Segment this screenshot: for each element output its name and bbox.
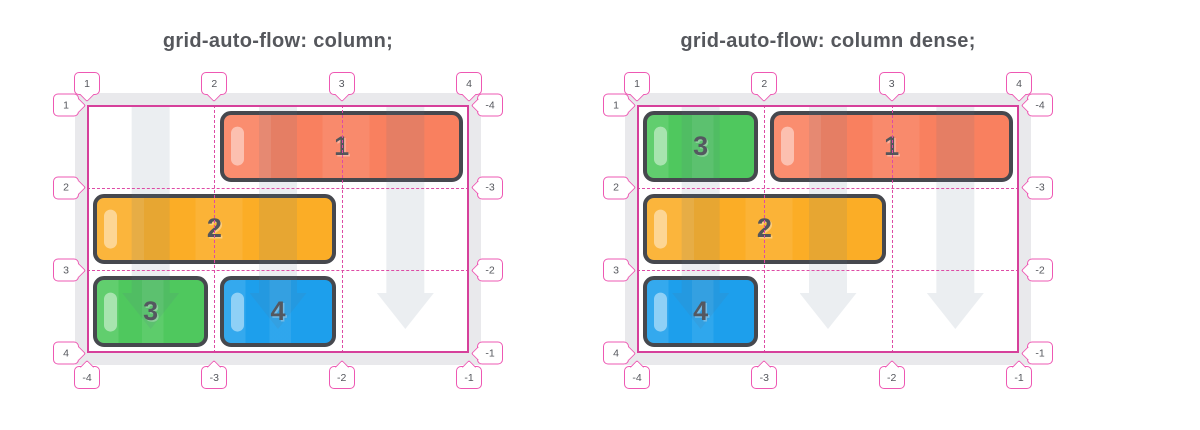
item-highlight-pill [654, 126, 667, 166]
line-number-badge-right: -1 [477, 341, 503, 365]
line-number-badge-top: 2 [751, 72, 778, 95]
grid-row-line [637, 187, 1019, 189]
item-highlight-pill [104, 292, 117, 332]
grid-column-line [891, 105, 893, 353]
line-number-badge-right: -2 [477, 258, 503, 282]
line-number-badge-bottom: -2 [328, 366, 355, 389]
line-number-badge-top: 4 [456, 72, 482, 95]
grid-column-line [341, 105, 343, 353]
grid-row-line [87, 270, 469, 272]
diagram-grid-auto-flow-column: grid-auto-flow: column; 1 2 3 4 [0, 0, 600, 430]
line-number-badge-top: 2 [201, 72, 228, 95]
line-number-badge-left: 4 [53, 341, 79, 365]
item-highlight-pill [231, 126, 245, 166]
line-number-badge-right: -3 [1027, 176, 1053, 200]
flow-arrow-down-icon [122, 107, 180, 329]
grid-item-4: 4 [643, 276, 759, 347]
item-number: 3 [143, 296, 159, 327]
line-number-badge-right: -2 [1027, 258, 1053, 282]
line-number-badge-left: 3 [53, 258, 79, 282]
flow-arrow-down-icon [672, 107, 730, 329]
line-number-badge-bottom: -3 [201, 366, 228, 389]
item-highlight-pill [781, 126, 795, 166]
flow-arrow-down-icon [926, 107, 984, 329]
line-number-badge-right: -3 [477, 176, 503, 200]
grid-row-line [637, 270, 1019, 272]
line-number-badge-right: -1 [1027, 341, 1053, 365]
line-number-badge-right: -4 [1027, 93, 1053, 117]
line-number-badge-top: 3 [328, 72, 355, 95]
line-number-badge-left: 2 [603, 176, 629, 200]
grid-item-4: 4 [220, 276, 336, 347]
flow-arrow-down-icon [249, 107, 307, 329]
line-number-badge-left: 3 [603, 258, 629, 282]
item-number: 4 [270, 296, 286, 327]
line-number-badge-left: 4 [603, 341, 629, 365]
diagram-grid-auto-flow-column-dense: grid-auto-flow: column dense; 3 1 2 4 [550, 0, 1150, 430]
item-highlight-pill [104, 209, 117, 249]
grid-column-line [764, 105, 766, 353]
line-number-badge-bottom: -1 [1006, 366, 1032, 389]
item-highlight-pill [654, 292, 667, 332]
grid-overlay: 1 2 3 4 1 2 3 4 -4 -3 - [53, 72, 503, 389]
line-number-badge-left: 1 [603, 93, 629, 117]
line-number-badge-bottom: -4 [74, 366, 100, 389]
line-number-badge-top: 3 [878, 72, 905, 95]
line-number-badge-top: 1 [624, 72, 650, 95]
line-number-badge-top: 1 [74, 72, 100, 95]
grid-overlay: 3 1 2 4 1 2 3 4 -4 -3 - [603, 72, 1053, 389]
panel-title: grid-auto-flow: column dense; [680, 30, 976, 52]
line-number-badge-left: 2 [53, 176, 79, 200]
line-number-badge-bottom: -4 [624, 366, 650, 389]
line-number-badge-bottom: -1 [456, 366, 482, 389]
line-number-badge-bottom: -2 [878, 366, 905, 389]
flow-arrow-down-icon [376, 107, 434, 329]
line-number-badge-right: -4 [477, 93, 503, 117]
line-number-badge-top: 4 [1006, 72, 1032, 95]
line-number-badge-bottom: -3 [751, 366, 778, 389]
flow-arrow-down-icon [799, 107, 857, 329]
grid-item-3: 3 [643, 111, 759, 182]
grid-column-line [214, 105, 216, 353]
item-number: 3 [693, 130, 709, 161]
panel-title: grid-auto-flow: column; [162, 30, 394, 52]
item-number: 4 [693, 296, 709, 327]
line-number-badge-left: 1 [53, 93, 79, 117]
grid-item-3: 3 [93, 276, 209, 347]
grid-row-line [87, 187, 469, 189]
item-highlight-pill [654, 209, 667, 249]
item-highlight-pill [231, 292, 245, 332]
